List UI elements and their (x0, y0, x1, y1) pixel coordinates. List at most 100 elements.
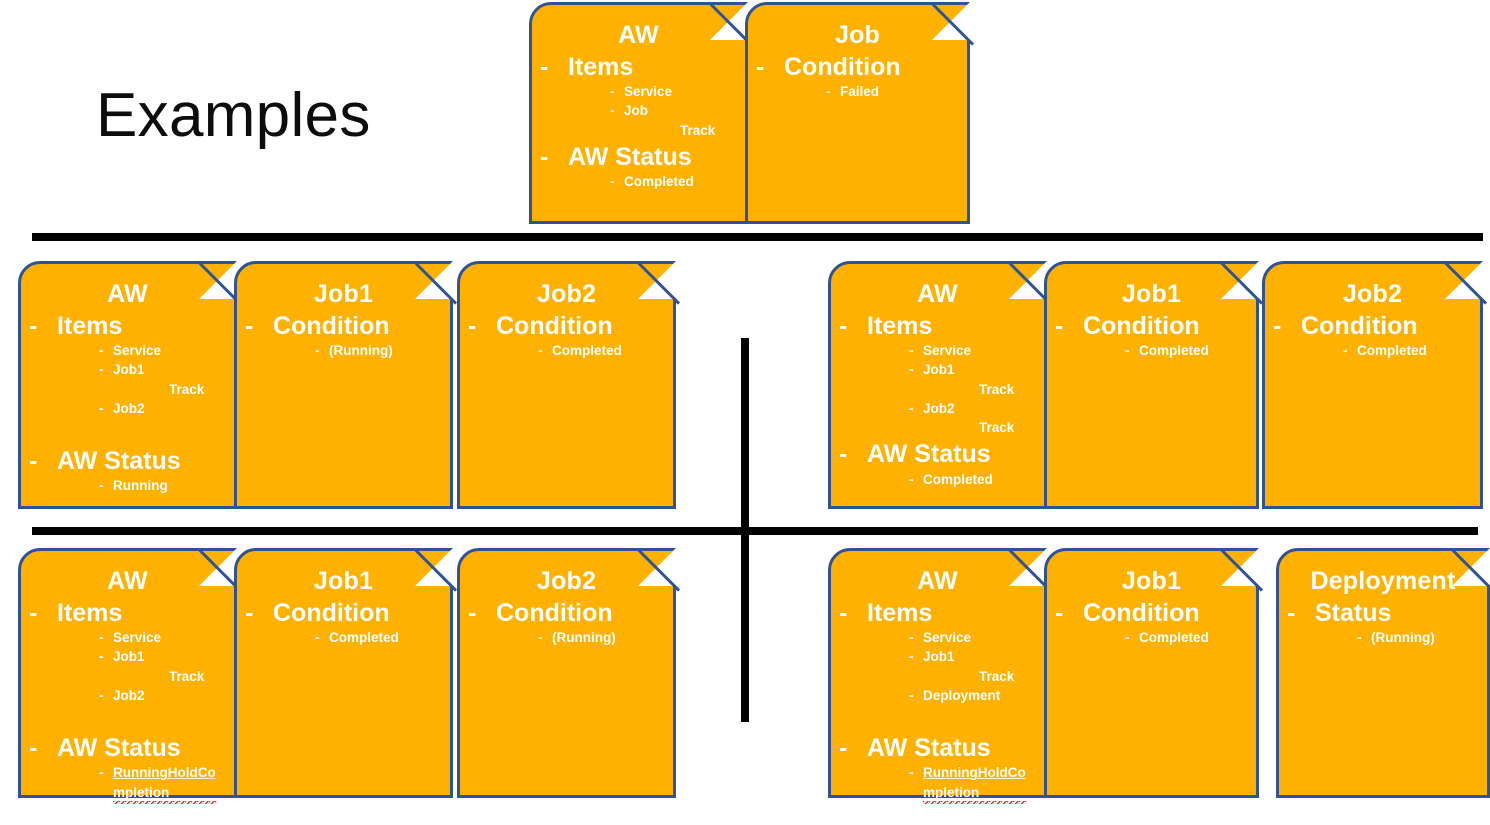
card-title: Deployment (1310, 567, 1456, 595)
bullet-dash-icon: - (538, 630, 543, 646)
card-title: AW (618, 21, 659, 49)
bullet-dash-icon: - (756, 52, 765, 81)
bullet-dash-icon: - (909, 362, 914, 378)
bullet-spacer (831, 705, 1044, 731)
bullet-spacer (21, 705, 234, 731)
bullet-level-1: -Items (532, 50, 745, 83)
bullet-spacer (21, 418, 234, 444)
bullet-text: Track (979, 668, 1015, 684)
bullet-dash-icon: - (1125, 630, 1130, 646)
bullet-dash-icon: - (839, 311, 848, 340)
bullet-text: Failed (840, 84, 880, 100)
bullet-text: Job2 (113, 687, 145, 703)
bullet-level-2: -Completed (1265, 341, 1480, 360)
card-title: AW (107, 567, 148, 595)
card-bullet-list: -Condition-Failed (748, 50, 967, 102)
card-bottom-left-job1[interactable]: Job1-Condition-Completed (234, 548, 457, 798)
bullet-text: Status (1315, 598, 1392, 627)
bullet-level-1: -Items (831, 596, 1044, 629)
bullet-text: Condition (273, 598, 390, 627)
bullet-level-3: Track (21, 380, 234, 399)
card-bottom-left-job2[interactable]: Job2-Condition-(Running) (457, 548, 680, 798)
bullet-level-3: Track (831, 667, 1044, 686)
bullet-dash-icon: - (540, 52, 549, 81)
bullet-text: Job (624, 103, 649, 119)
bullet-text: Track (680, 122, 716, 138)
bullet-dash-icon: - (826, 84, 831, 100)
bullet-level-1: -Items (831, 309, 1044, 342)
card-top-row-job-1[interactable]: Job-Condition-Failed (745, 2, 974, 224)
bullet-level-2: -RunningHoldCompletion (21, 763, 234, 804)
bullet-text: Job2 (113, 400, 145, 416)
bullet-dash-icon: - (909, 400, 914, 416)
bullet-level-2: -Service (21, 628, 234, 647)
card-bullet-list: -Condition-(Running) (460, 596, 673, 648)
bullet-dash-icon: - (245, 311, 254, 340)
bullet-dash-icon: - (99, 362, 104, 378)
card-bullet-list: -Condition-Completed (1047, 309, 1256, 361)
card-top-left-job1[interactable]: Job1-Condition-(Running) (234, 261, 457, 509)
bullet-text-misspelled: RunningHoldCompletion (923, 763, 1027, 804)
bullet-level-2: -Job2 (21, 686, 234, 705)
bullet-text: Completed (1139, 630, 1209, 646)
bullet-level-2: -Completed (532, 172, 745, 191)
card-title: Job2 (1342, 280, 1403, 308)
bullet-level-1: -Status (1279, 596, 1487, 629)
bullet-text: Track (169, 381, 205, 397)
bullet-text-misspelled: RunningHoldCompletion (113, 763, 217, 804)
bullet-level-2: -Running (21, 476, 234, 495)
bullet-dash-icon: - (99, 687, 104, 703)
bullet-level-3: Track (831, 380, 1044, 399)
bullet-text: Service (923, 343, 972, 359)
bullet-text: Service (113, 630, 162, 646)
bullet-text: Condition (1083, 311, 1200, 340)
card-top-right-job1[interactable]: Job1-Condition-Completed (1044, 261, 1263, 509)
card-top-right-job2[interactable]: Job2-Condition-Completed (1262, 261, 1487, 509)
bullet-level-2: -Completed (237, 628, 450, 647)
bullet-dash-icon: - (839, 733, 848, 762)
bullet-level-1: -AW Status (831, 437, 1044, 470)
card-title: Job1 (313, 567, 374, 595)
bullet-text: AW Status (57, 446, 181, 475)
bullet-dash-icon: - (468, 598, 477, 627)
bullet-text: Running (113, 478, 168, 494)
bullet-dash-icon: - (315, 630, 320, 646)
bullet-dash-icon: - (909, 649, 914, 665)
bullet-text: Completed (923, 471, 993, 487)
bullet-text: Service (113, 343, 162, 359)
bullet-dash-icon: - (610, 103, 615, 119)
bullet-text: Track (979, 381, 1015, 397)
bullet-text: AW Status (867, 733, 991, 762)
card-title: Job2 (536, 567, 597, 595)
card-title: Job1 (313, 280, 374, 308)
bullet-level-3: Track (21, 667, 234, 686)
bullet-text: Completed (624, 174, 694, 190)
bullet-dash-icon: - (540, 142, 549, 171)
bullet-text: Condition (1083, 598, 1200, 627)
bullet-text: Track (169, 668, 205, 684)
bullet-level-1: -Condition (1265, 309, 1480, 342)
bullet-dash-icon: - (909, 630, 914, 646)
bullet-text: Items (568, 52, 634, 81)
bullet-level-2: -Service (831, 628, 1044, 647)
bullet-dash-icon: - (29, 598, 38, 627)
card-bottom-right-job1[interactable]: Job1-Condition-Completed (1044, 548, 1263, 798)
bullet-text: Track (979, 419, 1015, 435)
bullet-text: AW Status (57, 733, 181, 762)
bullet-dash-icon: - (839, 598, 848, 627)
bullet-dash-icon: - (1287, 598, 1296, 627)
card-top-left-job2[interactable]: Job2-Condition-Completed (457, 261, 680, 509)
bullet-level-1: -Condition (237, 596, 450, 629)
bullet-dash-icon: - (610, 84, 615, 100)
bullet-dash-icon: - (99, 478, 104, 494)
bullet-level-1: -AW Status (532, 140, 745, 173)
bullet-text: Items (867, 311, 933, 340)
card-bottom-right-deployment[interactable]: Deployment-Status-(Running) (1276, 548, 1490, 798)
